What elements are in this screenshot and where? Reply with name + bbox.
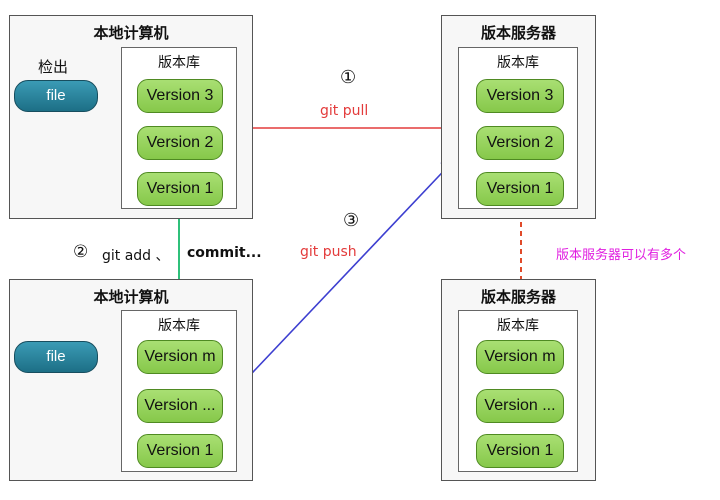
server-bottom-version-m: Version m <box>476 340 564 374</box>
local-top-version-1: Version 1 <box>137 172 223 206</box>
server-repo-top-title: 版本库 <box>497 55 539 71</box>
pull-step-number: ① <box>340 67 357 88</box>
server-top-version-3: Version 3 <box>476 79 564 113</box>
pull-label: git pull <box>320 103 369 119</box>
local-computer-bottom-title: 本地计算机 <box>93 288 169 306</box>
server-repo-bottom-title: 版本库 <box>497 318 539 334</box>
server-top-version-1: Version 1 <box>476 172 564 206</box>
checkout-label: 检出 <box>38 58 69 76</box>
commit-label-plain: git add 、 <box>102 248 170 264</box>
commit-step-number: ② <box>73 242 89 262</box>
local-bottom-version-m: Version m <box>137 340 223 374</box>
push-label: git push <box>300 244 357 260</box>
file-node-bottom: file <box>14 341 98 373</box>
local-top-version-3: Version 3 <box>137 79 223 113</box>
version-server-top-title: 版本服务器 <box>480 24 556 42</box>
local-top-version-2: Version 2 <box>137 126 223 160</box>
push-arrow <box>235 156 458 391</box>
commit-label-bold: commit... <box>187 245 262 261</box>
server-bottom-version-dots: Version ... <box>476 389 564 423</box>
local-computer-top-title: 本地计算机 <box>93 24 169 42</box>
version-server-bottom-title: 版本服务器 <box>480 288 556 306</box>
local-repo-bottom-title: 版本库 <box>158 318 200 334</box>
multi-server-note: 版本服务器可以有多个 <box>556 248 687 263</box>
server-bottom-version-1: Version 1 <box>476 434 564 468</box>
local-repo-top-title: 版本库 <box>158 55 200 71</box>
push-step-number: ③ <box>343 210 360 231</box>
file-node-top: file <box>14 80 98 112</box>
server-top-version-2: Version 2 <box>476 126 564 160</box>
local-bottom-version-dots: Version ... <box>137 389 223 423</box>
local-bottom-version-1: Version 1 <box>137 434 223 468</box>
